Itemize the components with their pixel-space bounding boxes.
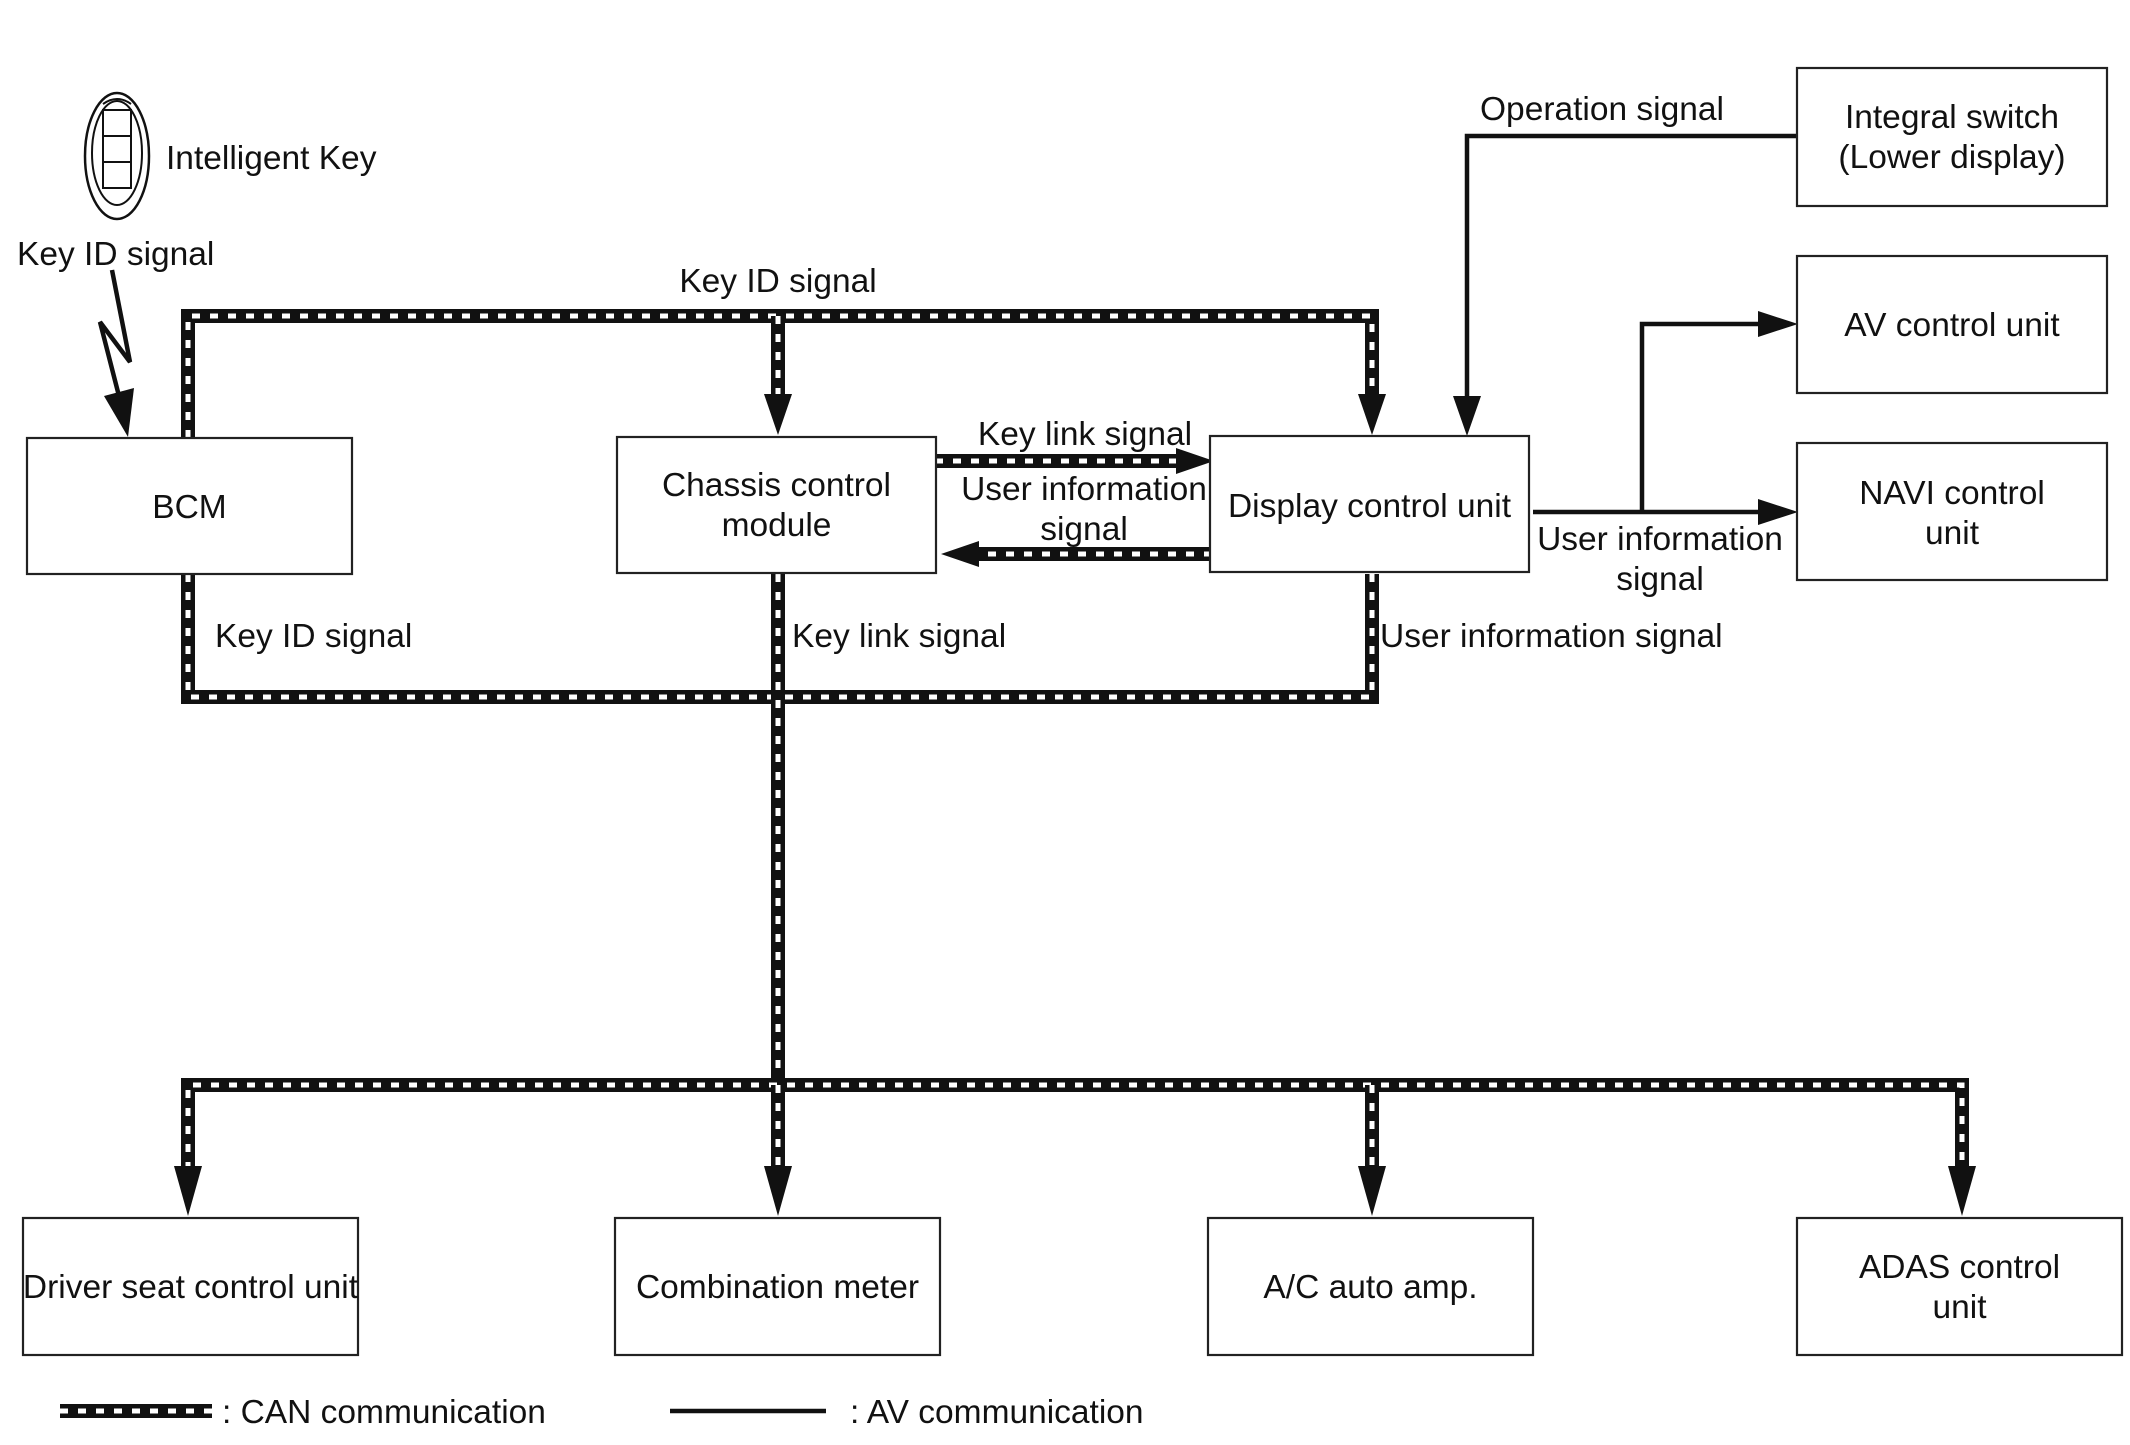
navi-control-unit-box: NAVI control unit bbox=[1795, 441, 2109, 582]
arrow-to-display bbox=[1358, 394, 1386, 435]
key-link-mid-label: Key link signal bbox=[978, 416, 1192, 453]
bcm-box: BCM bbox=[25, 436, 354, 576]
combination-meter-label: Combination meter bbox=[636, 1269, 919, 1306]
av-network bbox=[1464, 133, 1797, 515]
ac-auto-amp-label: A/C auto amp. bbox=[1263, 1269, 1477, 1306]
wireless-signal-line bbox=[97, 269, 133, 401]
user-info-mid-label-line2: signal bbox=[1040, 511, 1128, 548]
navi-control-label-line1: NAVI control bbox=[1859, 475, 2045, 512]
arrow-to-adas-control bbox=[1948, 1166, 1976, 1216]
chassis-label-line1: Chassis control bbox=[662, 467, 891, 504]
adas-control-label-line2: unit bbox=[1932, 1289, 1987, 1326]
integral-switch-label-line1: Integral switch bbox=[1845, 99, 2059, 136]
legend: : CAN communication : AV communication bbox=[60, 1394, 1144, 1431]
av-branch-to-av-control bbox=[1639, 321, 1762, 512]
integral-switch-label-line2: (Lower display) bbox=[1838, 139, 2065, 176]
user-info-mid-label-line1: User information bbox=[961, 471, 1207, 508]
arrow-to-combination-meter bbox=[764, 1166, 792, 1216]
arrow-operation-to-display bbox=[1453, 396, 1481, 436]
can-network bbox=[181, 309, 1969, 1170]
arrow-to-ac-auto-amp bbox=[1358, 1166, 1386, 1216]
navi-control-label-line2: unit bbox=[1925, 515, 1980, 552]
arrow-key-link-to-display bbox=[1176, 448, 1214, 474]
legend-av-label: : AV communication bbox=[850, 1394, 1144, 1431]
combination-meter-box: Combination meter bbox=[613, 1216, 942, 1357]
user-info-right-label: User information signal bbox=[1380, 618, 1723, 655]
user-info-av-label-line2: signal bbox=[1616, 561, 1704, 598]
arrow-user-info-to-chassis bbox=[941, 541, 979, 567]
driver-seat-control-unit-box: Driver seat control unit bbox=[21, 1216, 360, 1357]
intelligent-key-label: Intelligent Key bbox=[166, 140, 377, 177]
key-link-right-label: Key link signal bbox=[792, 618, 1006, 655]
key-id-left-label: Key ID signal bbox=[215, 618, 412, 655]
bcm-label: BCM bbox=[152, 489, 226, 526]
legend-can-label: : CAN communication bbox=[222, 1394, 546, 1431]
arrow-to-navi-control bbox=[1758, 499, 1798, 525]
arrow-heads bbox=[104, 311, 1976, 1216]
display-control-unit-box: Display control unit bbox=[1208, 434, 1531, 574]
av-control-label: AV control unit bbox=[1844, 307, 2060, 344]
arrow-to-av-control bbox=[1758, 311, 1798, 337]
adas-control-unit-box: ADAS control unit bbox=[1795, 1216, 2124, 1357]
integral-switch-box: Integral switch (Lower display) bbox=[1795, 66, 2109, 208]
ac-auto-amp-box: A/C auto amp. bbox=[1206, 1216, 1535, 1357]
key-id-top-label: Key ID signal bbox=[679, 263, 876, 300]
operation-signal-label: Operation signal bbox=[1480, 91, 1724, 128]
arrow-to-chassis bbox=[764, 394, 792, 435]
intelligent-key-icon bbox=[83, 91, 151, 221]
display-label: Display control unit bbox=[1228, 488, 1512, 525]
key-id-wireless-label: Key ID signal bbox=[17, 236, 214, 273]
chassis-control-module-box: Chassis control module bbox=[615, 435, 938, 575]
adas-control-label-line1: ADAS control bbox=[1859, 1249, 2060, 1286]
av-operation-line bbox=[1464, 133, 1797, 400]
chassis-label-line2: module bbox=[722, 507, 832, 544]
user-info-av-label-line1: User information bbox=[1537, 521, 1783, 558]
can-lower-bus bbox=[181, 1078, 1969, 1170]
driver-seat-label: Driver seat control unit bbox=[23, 1269, 359, 1306]
arrow-to-driver-seat bbox=[174, 1166, 202, 1216]
av-control-unit-box: AV control unit bbox=[1795, 254, 2109, 395]
arrow-to-bcm bbox=[104, 388, 134, 437]
